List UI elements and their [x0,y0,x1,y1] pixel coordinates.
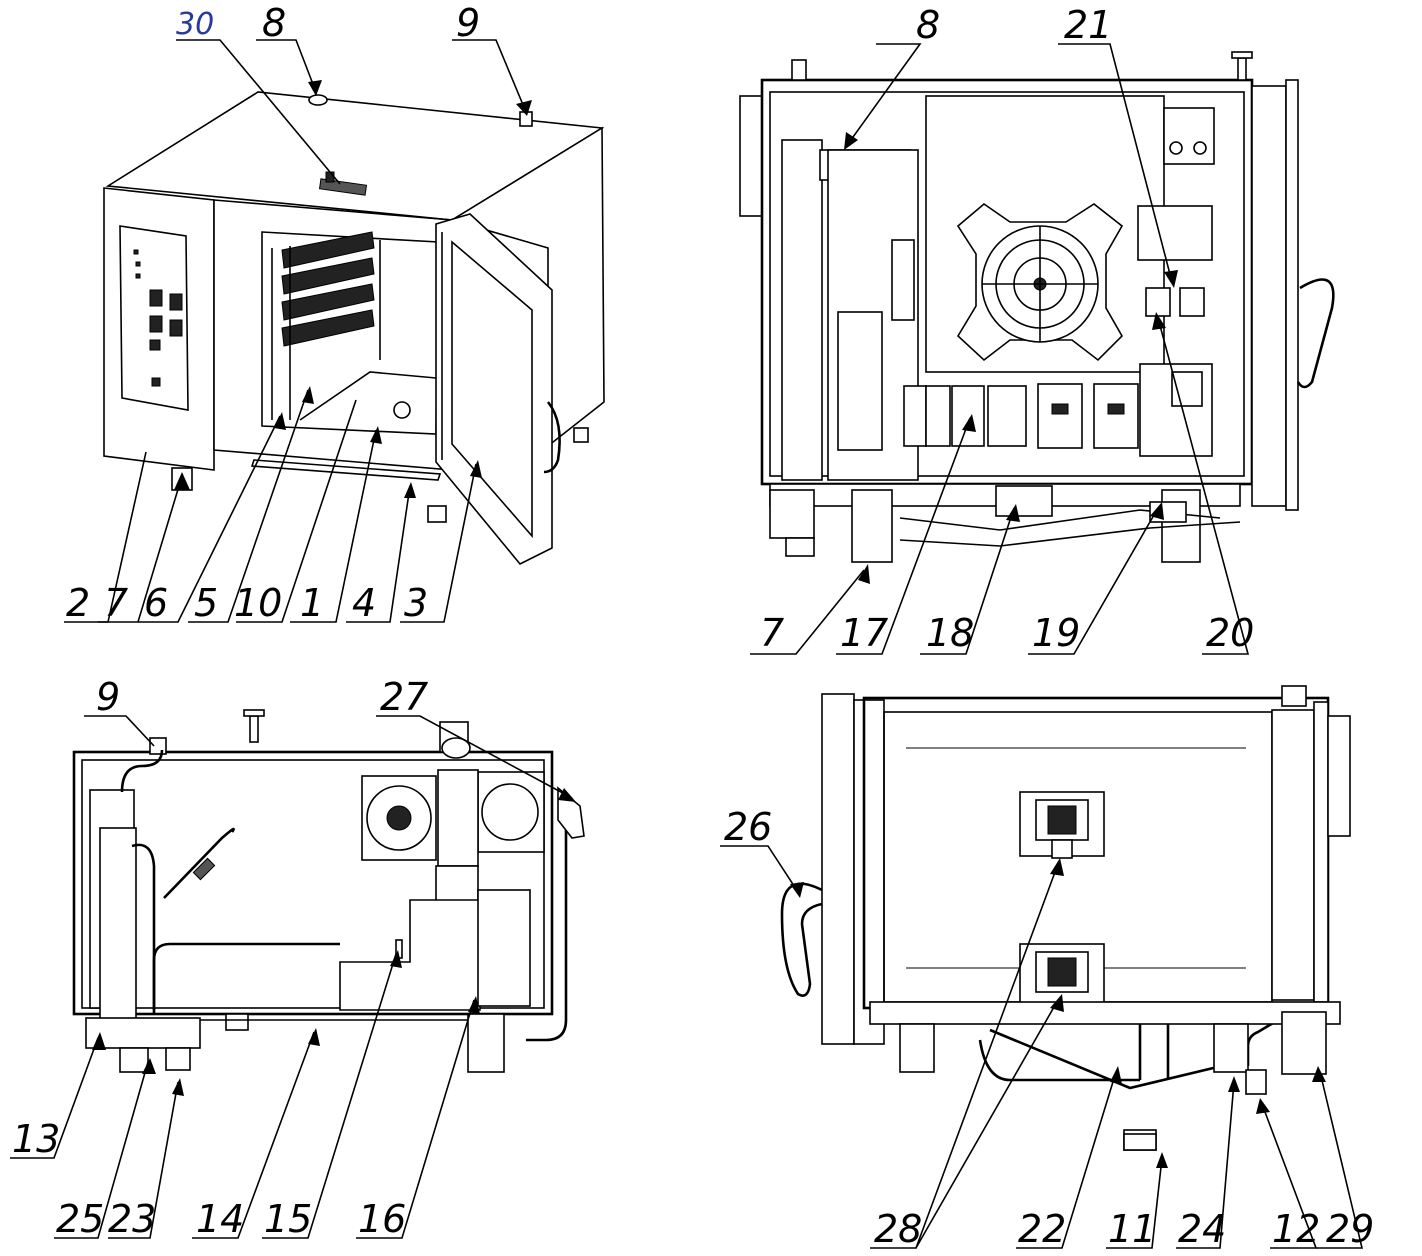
isometric-view [103,91,605,566]
control-display [133,249,183,387]
contactor-row [903,363,1213,457]
callout-25: 25 [56,1197,104,1241]
callout-16: 16 [358,1197,406,1241]
callout-13: 13 [12,1117,60,1161]
callout-20: 20 [1206,611,1254,655]
callout-6: 6 [144,581,168,625]
callout-18: 18 [926,611,974,655]
rear-view [780,685,1351,1151]
callout-17: 17 [840,611,888,655]
left-side-leaders [10,715,576,1239]
callout-30: 30 [176,7,214,42]
callout-14: 14 [196,1197,244,1241]
callout-labels: 30 8 9 2 7 6 5 10 1 4 3 8 21 7 17 18 19 … [12,1,1374,1251]
callout-21: 21 [1064,3,1112,47]
callout-23: 23 [108,1197,156,1241]
right-side-view [739,51,1335,563]
callout-24: 24 [1178,1207,1226,1251]
callout-8: 8 [262,1,286,45]
callout-29: 29 [1326,1207,1374,1251]
callout-4: 4 [352,581,376,625]
callout-28: 28 [874,1207,922,1251]
callout-10: 10 [234,581,282,625]
cooling-fans [361,771,545,861]
callout-9-left: 9 [96,675,120,719]
callout-12: 12 [1272,1207,1320,1251]
callout-22: 22 [1018,1207,1066,1251]
fan-assembly [956,202,1124,362]
callout-11: 11 [1108,1207,1156,1251]
callout-1: 1 [300,581,324,625]
isometric-leaders [64,39,532,623]
callout-26: 26 [724,805,772,849]
shelf-racks [271,231,381,420]
callout-8-right: 8 [916,3,940,47]
callout-7: 7 [104,581,128,625]
callout-5: 5 [194,581,218,625]
callout-27: 27 [380,675,428,719]
right-side-leaders [750,43,1250,655]
callout-15: 15 [264,1197,312,1241]
callout-19: 19 [1032,611,1080,655]
rear-leaders [720,845,1364,1249]
rear-vents [1019,791,1105,1009]
callout-2: 2 [66,581,90,625]
left-side-view [72,709,585,1073]
callout-7-right: 7 [760,611,784,655]
callout-3: 3 [404,581,428,625]
callout-9: 9 [456,1,480,45]
